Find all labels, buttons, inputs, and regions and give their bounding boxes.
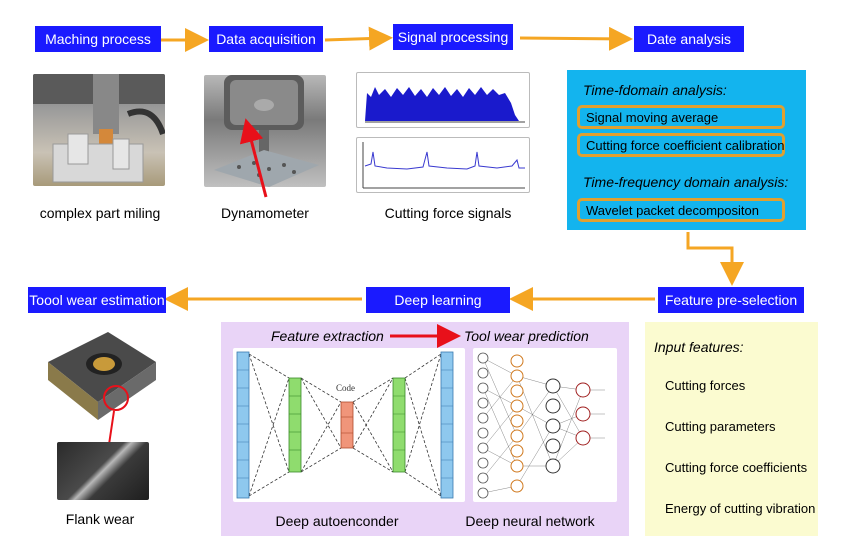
signal-plot-top bbox=[356, 72, 530, 128]
tool-wear-prediction-label: Tool wear prediction bbox=[464, 328, 589, 344]
feature-extraction-label: Feature extraction bbox=[271, 328, 384, 344]
signal-plot-bottom bbox=[356, 137, 530, 193]
feature-item: Cutting forces bbox=[665, 378, 746, 393]
neural-network-diagram bbox=[473, 348, 617, 502]
input-features-panel bbox=[645, 322, 818, 536]
coefficient-calibration-box: Cutting force coefficient calibration bbox=[577, 133, 785, 157]
wavelet-box: Wavelet packet decompositon bbox=[577, 198, 785, 222]
arrow-acquisition-to-processing bbox=[324, 26, 393, 51]
caption-autoencoder: Deep autoenconder bbox=[275, 513, 399, 529]
caption-signals: Cutting force signals bbox=[384, 205, 512, 221]
step-data-acquisition: Data acquisition bbox=[209, 26, 323, 52]
step-date-analysis: Date analysis bbox=[634, 26, 744, 52]
caption-flank-wear: Flank wear bbox=[65, 511, 135, 527]
caption-dynamometer: Dynamometer bbox=[221, 205, 309, 221]
analysis-panel bbox=[567, 70, 806, 230]
dynamometer-photo bbox=[204, 75, 326, 187]
time-domain-title: Time-fdomain analysis: bbox=[583, 82, 727, 98]
flank-wear-photo bbox=[57, 442, 149, 500]
arrow-analysis-to-preselection bbox=[686, 232, 744, 286]
caption-dnn: Deep neural network bbox=[465, 513, 595, 529]
time-frequency-title: Time-frequency domain analysis: bbox=[583, 174, 789, 190]
input-features-title: Input features: bbox=[654, 339, 744, 355]
step-machining-process: Maching process bbox=[35, 26, 161, 52]
feature-item: Cutting force coefficients bbox=[665, 460, 808, 475]
feature-item: Energy of cutting vibration bbox=[665, 501, 816, 516]
step-feature-preselection: Feature pre-selection bbox=[658, 287, 804, 313]
step-deep-learning: Deep learning bbox=[366, 287, 510, 313]
caption-milling: complex part miling bbox=[39, 205, 161, 221]
step-signal-processing: Signal processing bbox=[393, 24, 513, 50]
moving-average-box: Signal moving average bbox=[577, 105, 785, 129]
feature-item: Cutting parameters bbox=[665, 419, 776, 434]
code-label: Code bbox=[336, 383, 355, 393]
milling-photo bbox=[33, 74, 165, 186]
tool-insert-photo bbox=[38, 322, 158, 422]
autoencoder-diagram bbox=[233, 348, 465, 502]
step-tool-wear-estimation: Toool wear estimation bbox=[28, 287, 166, 313]
arrow-processing-to-analysis bbox=[519, 26, 633, 51]
